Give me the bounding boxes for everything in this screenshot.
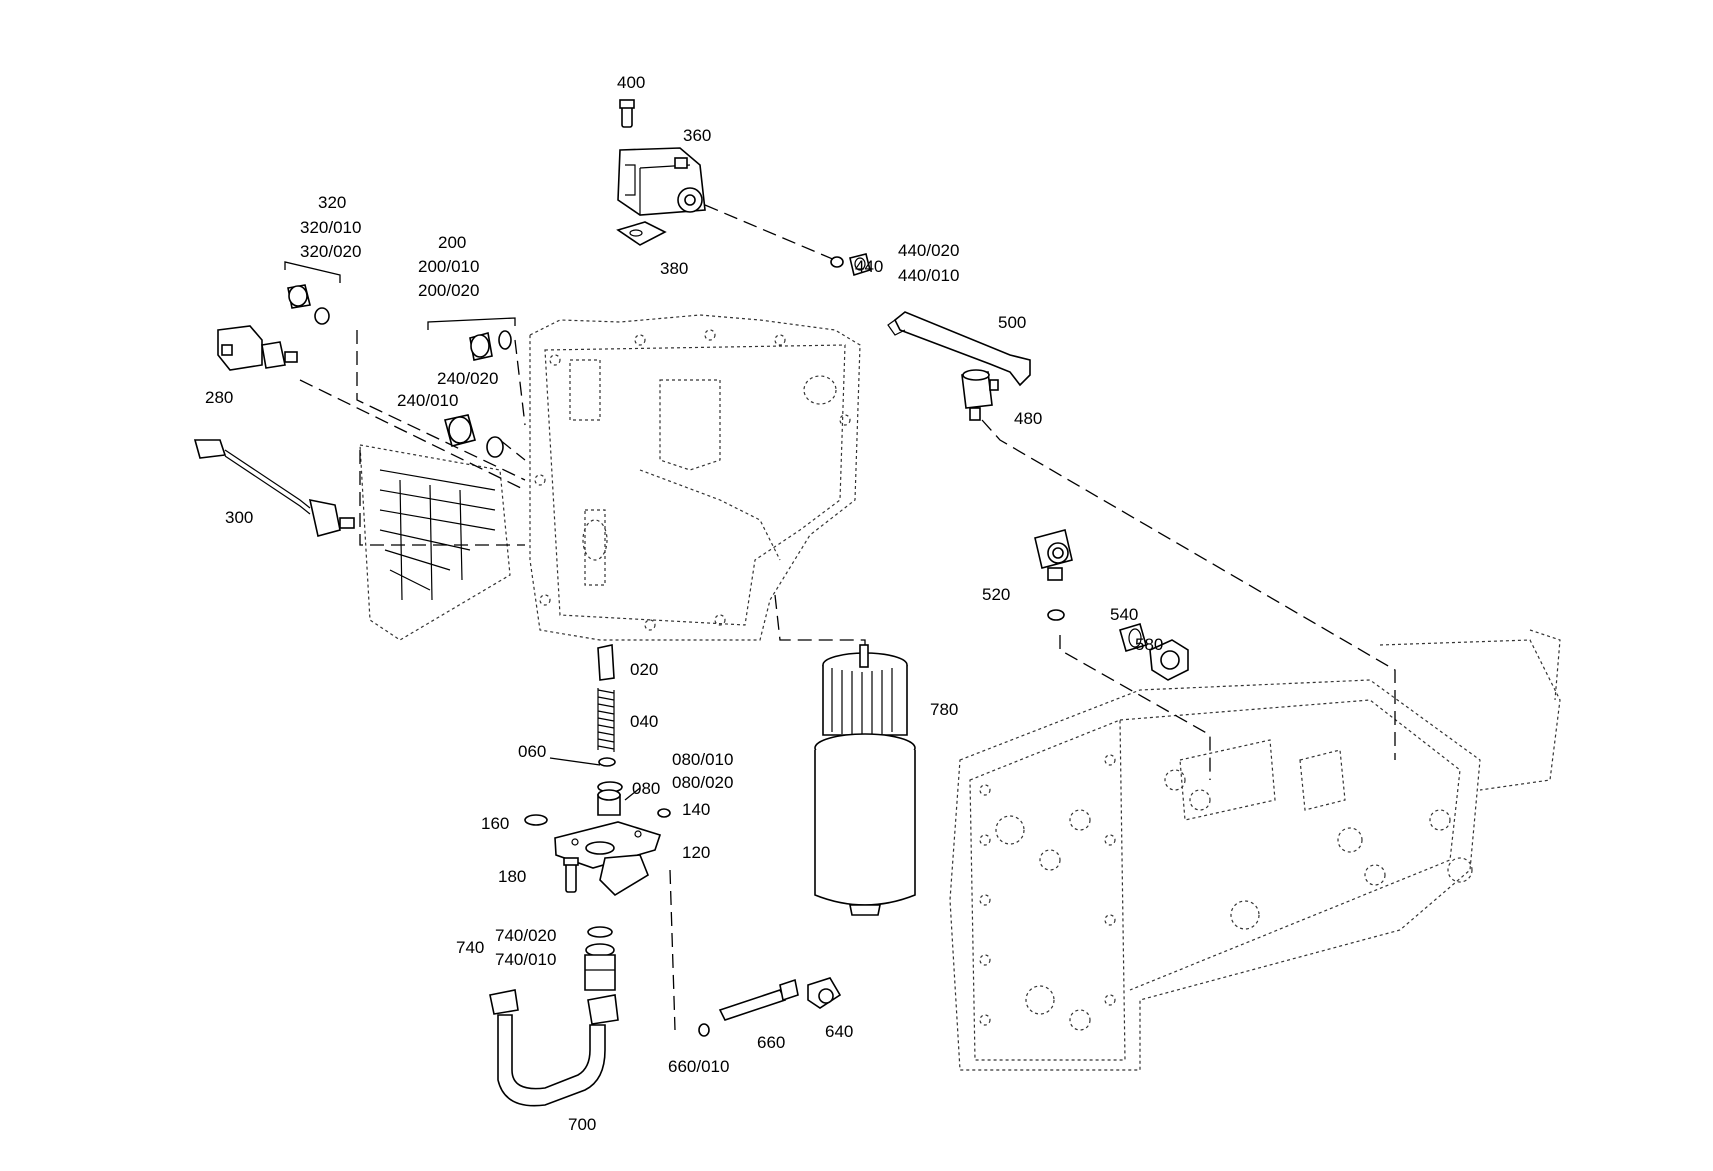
callout-780: 780 bbox=[930, 700, 958, 719]
callout-500: 500 bbox=[998, 313, 1026, 332]
part-200-plug bbox=[427, 317, 516, 361]
callout-480: 480 bbox=[1014, 409, 1042, 428]
callout-700: 700 bbox=[568, 1115, 596, 1134]
part-080-plug bbox=[597, 781, 623, 816]
callout-740-020: 740/020 bbox=[495, 926, 556, 945]
callout-leaders bbox=[549, 757, 641, 801]
assembly-leader-lines bbox=[299, 204, 1396, 1031]
callout-440-010: 440/010 bbox=[898, 266, 959, 285]
part-740-fitting bbox=[584, 926, 616, 991]
callout-200: 200 bbox=[438, 233, 466, 252]
callout-240-010: 240/010 bbox=[397, 391, 458, 410]
callout-300: 300 bbox=[225, 508, 253, 527]
callout-200-020: 200/020 bbox=[418, 281, 479, 300]
callout-360: 360 bbox=[683, 126, 711, 145]
part-240-plug bbox=[444, 414, 504, 458]
callout-580: 580 bbox=[1135, 635, 1163, 654]
callout-labels: 400 360 380 440 440/020 440/010 500 480 … bbox=[205, 73, 1163, 1134]
valve-block bbox=[359, 444, 511, 641]
part-360-solenoid-valve bbox=[617, 147, 706, 216]
callout-160: 160 bbox=[481, 814, 509, 833]
part-500-pipe bbox=[887, 311, 1031, 387]
callout-240-020: 240/020 bbox=[437, 369, 498, 388]
part-520-tee-fitting bbox=[1034, 529, 1073, 581]
callout-080: 080 bbox=[632, 779, 660, 798]
callout-280: 280 bbox=[205, 388, 233, 407]
part-540-fitting bbox=[1047, 609, 1147, 652]
part-480-valve bbox=[961, 369, 999, 421]
part-400-screw bbox=[619, 99, 635, 128]
callout-660: 660 bbox=[757, 1033, 785, 1052]
callout-060: 060 bbox=[518, 742, 546, 761]
callout-660-010: 660/010 bbox=[668, 1057, 729, 1076]
part-180-screw bbox=[563, 857, 579, 893]
part-660-tube bbox=[718, 978, 799, 1021]
part-140-o-ring bbox=[657, 808, 671, 818]
callout-080-010: 080/010 bbox=[672, 750, 733, 769]
callout-040: 040 bbox=[630, 712, 658, 731]
part-440-fitting bbox=[830, 253, 871, 277]
callout-320-010: 320/010 bbox=[300, 218, 361, 237]
callout-440: 440 bbox=[855, 257, 883, 276]
callout-740: 740 bbox=[456, 938, 484, 957]
callout-020: 020 bbox=[630, 660, 658, 679]
main-transmission-housing bbox=[949, 629, 1561, 1071]
part-280-pressure-switch bbox=[217, 325, 298, 371]
callout-380: 380 bbox=[660, 259, 688, 278]
part-040-spring bbox=[597, 688, 615, 752]
part-060-washer bbox=[598, 757, 616, 767]
callout-180: 180 bbox=[498, 867, 526, 886]
callout-400: 400 bbox=[617, 73, 645, 92]
callout-320: 320 bbox=[318, 193, 346, 212]
part-380-gasket bbox=[616, 221, 667, 246]
part-780-filter-cartridge bbox=[814, 644, 916, 916]
part-580-nut bbox=[1149, 639, 1189, 681]
transmission-housing-cover bbox=[529, 314, 861, 641]
callout-520: 520 bbox=[982, 585, 1010, 604]
callout-440-020: 440/020 bbox=[898, 241, 959, 260]
callout-740-010: 740/010 bbox=[495, 950, 556, 969]
callout-120: 120 bbox=[682, 843, 710, 862]
callout-640: 640 bbox=[825, 1022, 853, 1041]
part-660-010-o-ring bbox=[698, 1023, 710, 1037]
part-700-u-pipe bbox=[489, 989, 619, 1107]
part-020-piston bbox=[597, 644, 615, 681]
callout-320-020: 320/020 bbox=[300, 242, 361, 261]
part-640-fitting bbox=[807, 977, 842, 1009]
callout-540: 540 bbox=[1110, 605, 1138, 624]
part-120-filter-head bbox=[554, 821, 662, 897]
part-320-plug bbox=[284, 261, 341, 325]
part-300-sensor-cable bbox=[193, 439, 355, 537]
callout-080-020: 080/020 bbox=[672, 773, 733, 792]
callout-200-010: 200/010 bbox=[418, 257, 479, 276]
callout-140: 140 bbox=[682, 800, 710, 819]
part-160-o-ring bbox=[524, 814, 548, 826]
